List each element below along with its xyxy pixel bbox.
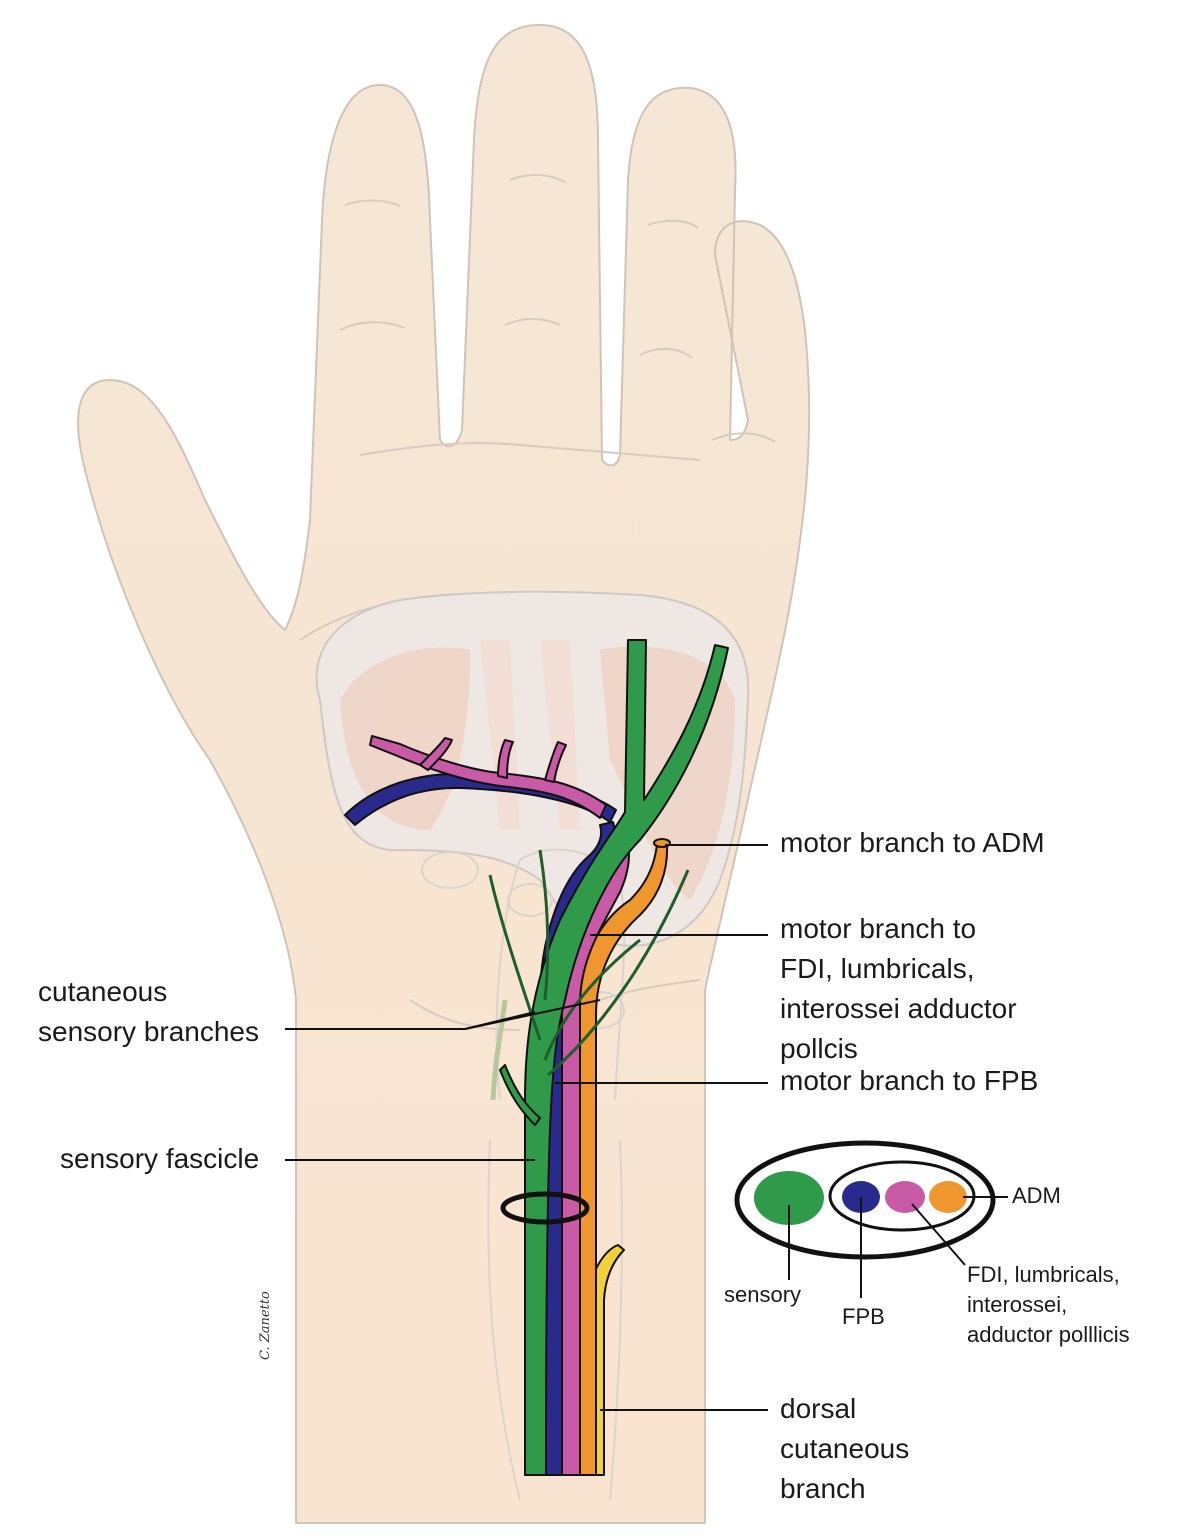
artist-signature: C. Zanetto (258, 1291, 273, 1360)
label-cutaneous-line1: cutaneous (38, 976, 168, 1007)
bone-outlines (421, 848, 626, 1501)
leader-lines (285, 844, 768, 1411)
label-cs-fdi-line2: interossei, (967, 1292, 1068, 1317)
label-motor-fdi-line3: interossei adductor (780, 993, 1017, 1024)
nerve-trunk (344, 639, 729, 1476)
label-cs-fpb: FPB (842, 1304, 885, 1329)
label-cs-adm: ADM (1012, 1183, 1061, 1208)
label-dorsal-line3: branch (780, 1473, 866, 1504)
label-sensory-fascicle: sensory fascicle (60, 1143, 260, 1174)
label-motor-branch-fpb: motor branch to FPB (780, 1065, 1039, 1096)
label-cs-sensory: sensory (724, 1282, 802, 1307)
label-motor-branch-fdi: motor branch to FDI, lumbricals, interos… (780, 909, 1017, 1069)
sensory-nerve (524, 639, 729, 1476)
label-dorsal-line1: dorsal (780, 1393, 857, 1424)
label-motor-branch-adm: motor branch to ADM (780, 827, 1045, 858)
label-motor-fdi-line2: FDI, lumbricals, (780, 953, 975, 984)
label-motor-fdi-line1: motor branch to (780, 913, 977, 944)
label-dorsal-line2: cutaneous (780, 1433, 910, 1464)
sensory-fascicle-circle (754, 1171, 824, 1225)
label-cs-fdi-line1: FDI, lumbricals, (967, 1262, 1120, 1287)
cross-section (734, 1140, 1008, 1298)
label-cutaneous-sensory-branches: cutaneous sensory branches (38, 972, 259, 1052)
label-motor-fdi-line4: pollcis (780, 1033, 858, 1064)
finger-creases (299, 174, 776, 1031)
label-dorsal-cutaneous-branch: dorsal cutaneous branch (780, 1389, 909, 1509)
fdi-fascicle-circle (885, 1181, 925, 1213)
nerve-ring (500, 1191, 590, 1225)
label-cutaneous-line2: sensory branches (38, 1016, 260, 1047)
label-cs-fdi: FDI, lumbricals, interossei, adductor po… (967, 1260, 1130, 1350)
adm-fascicle-circle (929, 1181, 967, 1213)
label-cs-fdi-line3: adductor polllicis (967, 1322, 1130, 1347)
